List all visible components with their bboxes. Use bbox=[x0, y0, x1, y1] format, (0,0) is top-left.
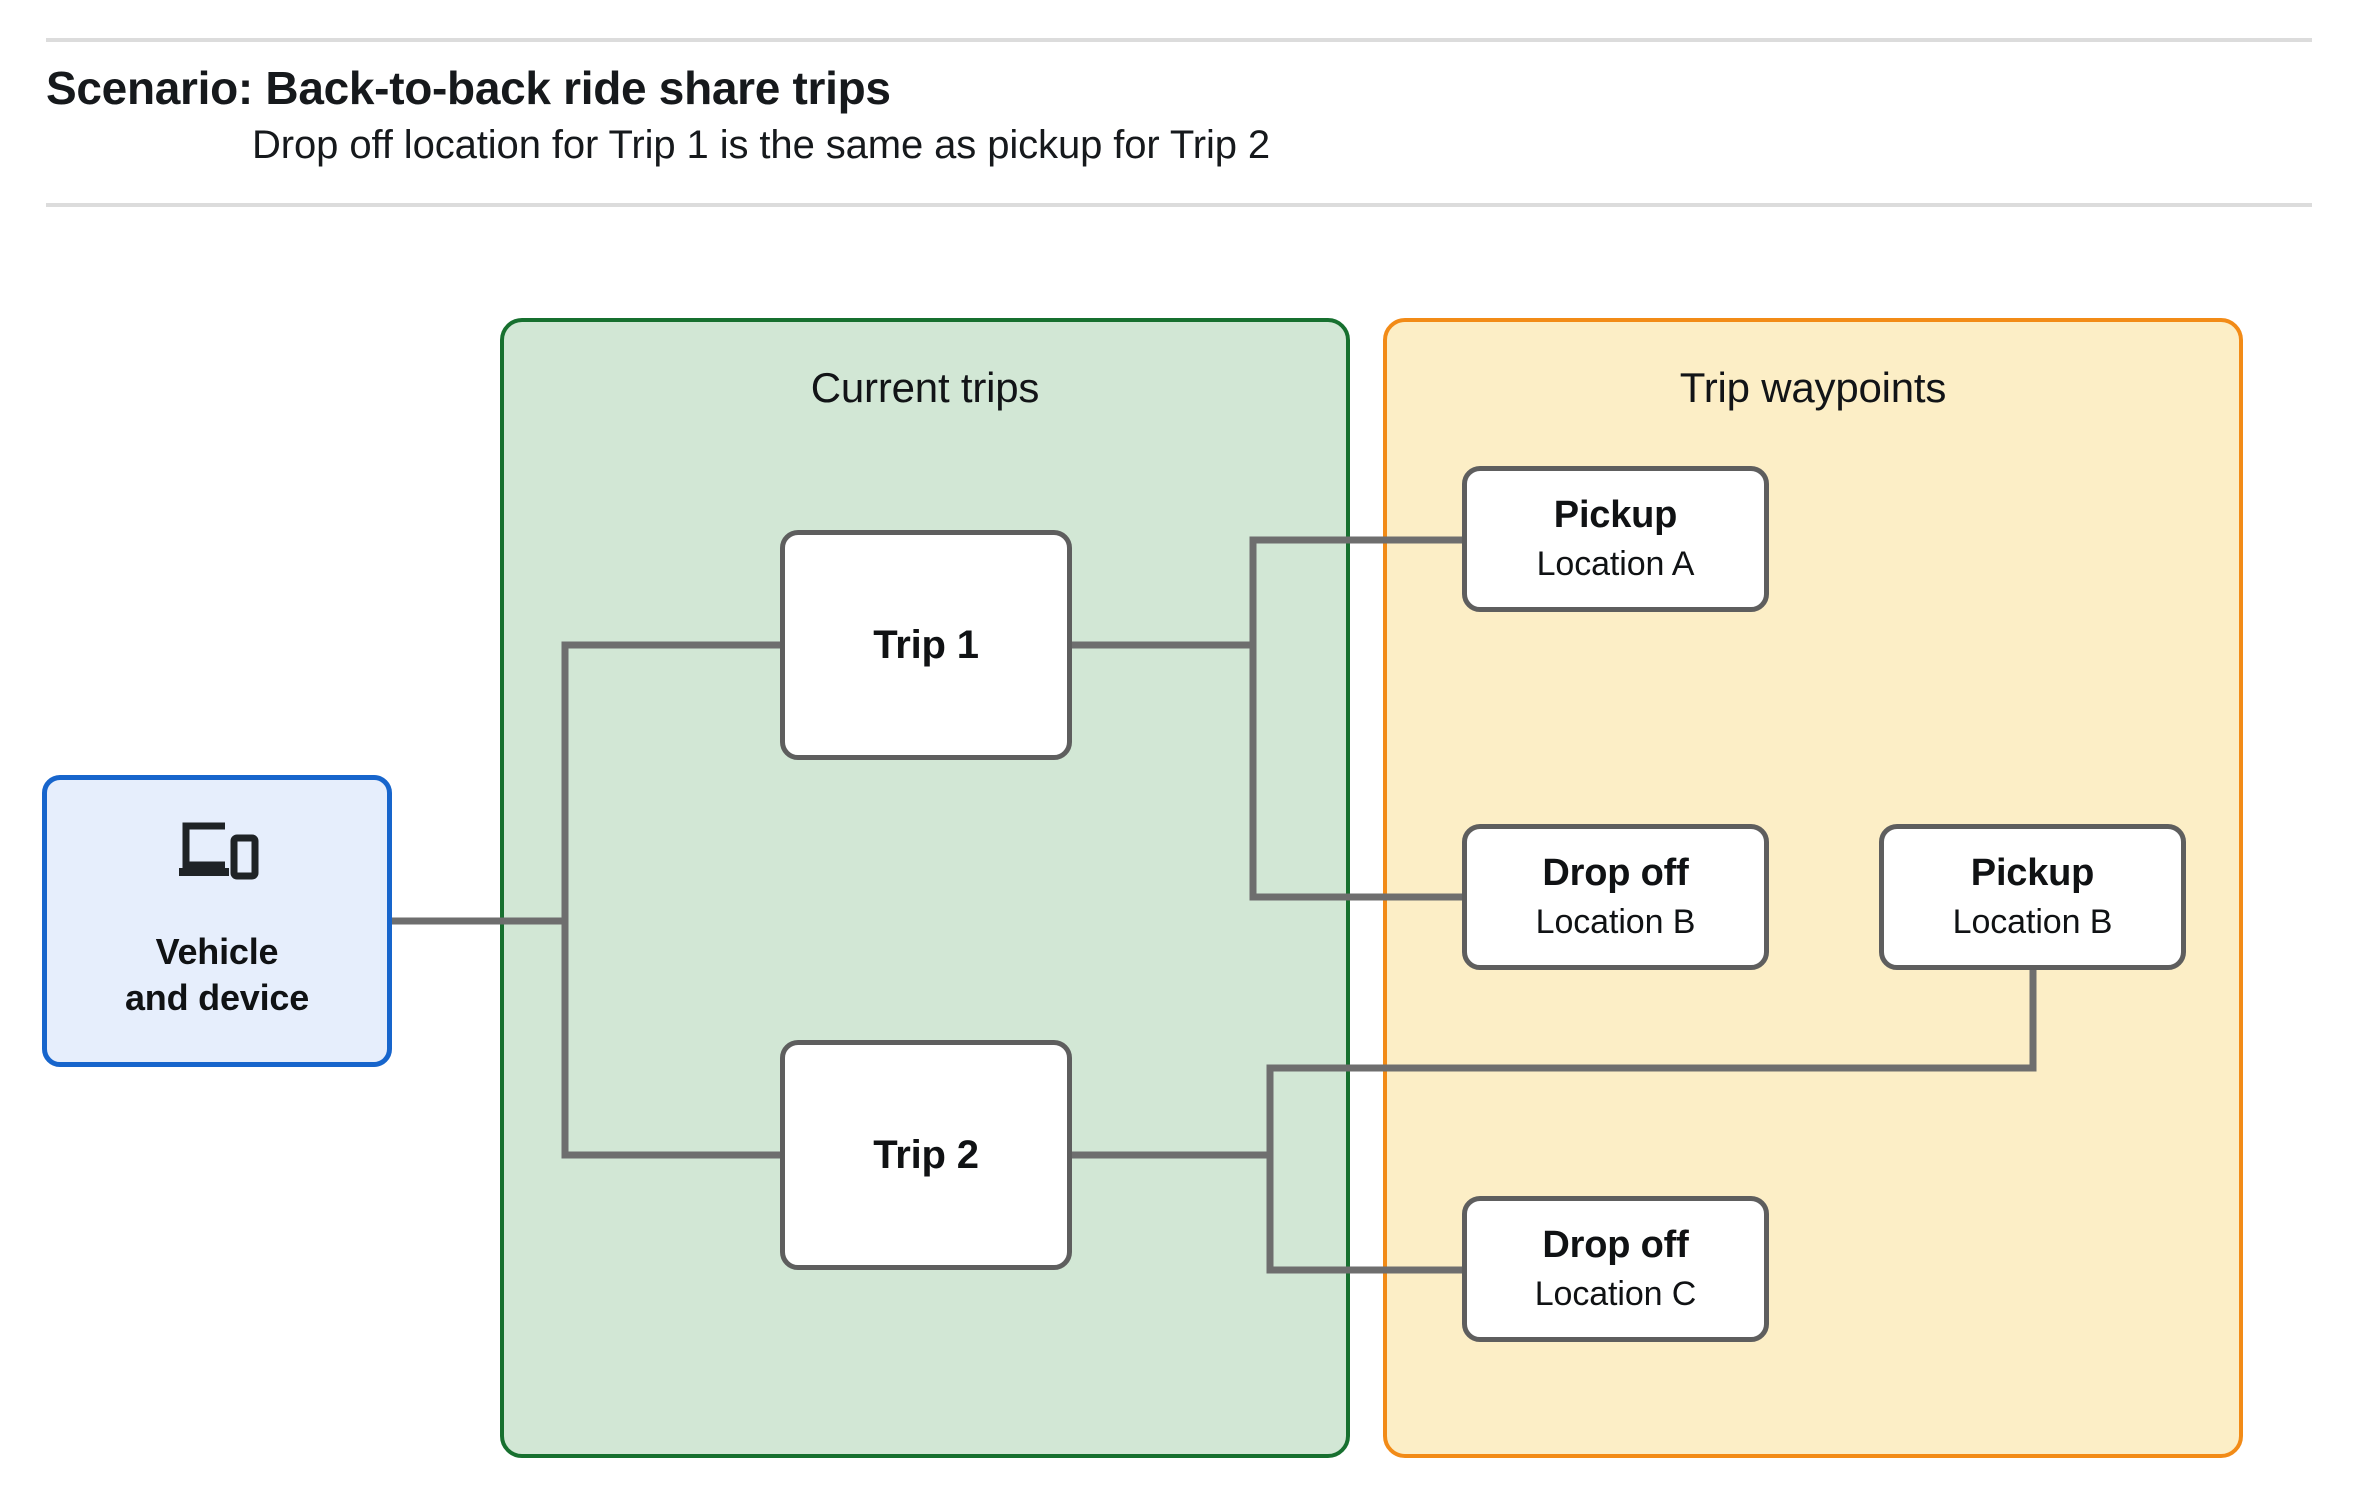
node-pickup-a[interactable]: Pickup Location A bbox=[1462, 466, 1769, 612]
node-pickup-b-location: Location B bbox=[1952, 902, 2113, 941]
node-dropoff-b-title: Drop off bbox=[1542, 851, 1689, 894]
page-subtitle: Drop off location for Trip 1 is the same… bbox=[252, 123, 1271, 167]
devices-icon bbox=[179, 822, 259, 880]
vehicle-and-device-label: Vehicle and device bbox=[124, 930, 310, 1018]
node-dropoff-b[interactable]: Drop off Location B bbox=[1462, 824, 1769, 970]
group-current-trips-title: Current trips bbox=[810, 364, 1040, 411]
node-dropoff-c[interactable]: Drop off Location C bbox=[1462, 1196, 1769, 1342]
node-trip-2-title: Trip 2 bbox=[873, 1133, 979, 1177]
node-trip-1[interactable]: Trip 1 bbox=[780, 530, 1072, 760]
node-trip-2[interactable]: Trip 2 bbox=[780, 1040, 1072, 1270]
node-dropoff-c-location: Location C bbox=[1534, 1274, 1697, 1313]
node-pickup-a-title: Pickup bbox=[1553, 493, 1678, 536]
node-pickup-b[interactable]: Pickup Location B bbox=[1879, 824, 2186, 970]
node-pickup-b-title: Pickup bbox=[1970, 851, 2095, 894]
node-vehicle-and-device[interactable]: Vehicle and device bbox=[42, 775, 392, 1067]
node-trip-1-title: Trip 1 bbox=[873, 623, 979, 667]
header-divider-bottom bbox=[46, 203, 2312, 207]
group-trip-waypoints-title: Trip waypoints bbox=[1679, 364, 1947, 411]
node-dropoff-b-location: Location B bbox=[1535, 902, 1696, 941]
node-dropoff-c-title: Drop off bbox=[1542, 1223, 1689, 1266]
node-pickup-a-location: Location A bbox=[1536, 544, 1695, 583]
page-title: Scenario: Back-to-back ride share trips bbox=[46, 62, 891, 114]
header-divider-top bbox=[46, 38, 2312, 42]
group-current-trips: Current trips bbox=[500, 318, 1350, 1458]
